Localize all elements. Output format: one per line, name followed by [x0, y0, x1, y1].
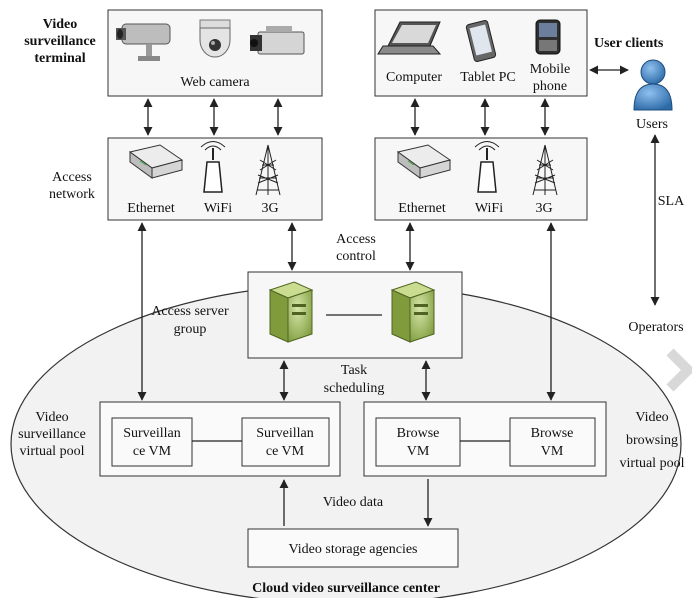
browsing-pool-label-3: virtual pool	[620, 456, 685, 471]
mobile-phone-label-2: phone	[533, 79, 567, 94]
computer-label: Computer	[386, 70, 442, 85]
labels: Video surveillance terminal Web camera U…	[18, 17, 685, 596]
browsing-pool-label-1: Video	[635, 410, 668, 425]
cloud-center-label: Cloud video surveillance center	[252, 581, 440, 596]
operators-label: Operators	[628, 320, 683, 335]
access-network-label-2: network	[49, 187, 95, 202]
3g-left-label: 3G	[261, 201, 278, 216]
box-camera-icon	[250, 26, 305, 55]
users-label: Users	[636, 117, 668, 132]
access-network-label-1: Access	[52, 170, 92, 185]
dome-camera-icon	[199, 19, 231, 58]
cell-tower-icon	[255, 144, 281, 196]
surveillance-vm-1-label-2: ce VM	[133, 444, 172, 459]
tablet-pc-label: Tablet PC	[460, 70, 515, 85]
3g-right-label: 3G	[535, 201, 552, 216]
surveillance-pool-label-1: Video	[35, 410, 68, 425]
watermark-arrow-icon	[666, 348, 692, 392]
access-server-group-label-2: group	[174, 322, 207, 337]
surveillance-vm-2-label-2: ce VM	[266, 444, 305, 459]
laptop-icon	[377, 21, 442, 55]
video-data-label: Video data	[323, 495, 384, 510]
surveillance-vm-box-2	[241, 417, 330, 467]
ethernet-left-label: Ethernet	[127, 201, 175, 216]
mobile-phone-label-1: Mobile	[530, 62, 570, 77]
user-clients-label: User clients	[594, 36, 664, 51]
terminal-label-3: terminal	[34, 51, 85, 66]
wifi-left-label: WiFi	[204, 201, 232, 216]
browse-vm-1-label-1: Browse	[397, 426, 440, 441]
terminal-label-1: Video	[43, 17, 77, 32]
task-scheduling-label-2: scheduling	[324, 381, 385, 396]
tablet-icon	[465, 20, 497, 62]
mobile-phone-icon	[535, 19, 561, 55]
browse-vm-box-2	[509, 417, 596, 467]
cell-tower-icon	[532, 144, 558, 196]
surveillance-vm-2-label-1: Surveillan	[256, 426, 314, 441]
terminal-label-2: surveillance	[24, 34, 96, 49]
access-server-group-label-1: Access server	[151, 304, 229, 319]
ethernet-right-label: Ethernet	[398, 201, 446, 216]
browse-vm-2-label-1: Browse	[531, 426, 574, 441]
video-storage-box	[247, 528, 459, 568]
surveillance-vm-box-1	[111, 417, 193, 467]
video-storage-label: Video storage agencies	[289, 542, 418, 557]
access-control-label-2: control	[336, 249, 376, 264]
surveillance-pool-label-2: surveillance	[18, 427, 86, 442]
task-scheduling-label-1: Task	[341, 363, 367, 378]
user-icon	[633, 59, 673, 111]
sla-label: SLA	[658, 194, 685, 209]
wifi-antenna-icon	[200, 141, 226, 193]
arrows	[137, 65, 660, 527]
browse-vm-2-label-2: VM	[541, 444, 564, 459]
router-icon	[396, 144, 452, 179]
server-icon	[390, 281, 436, 343]
wifi-right-label: WiFi	[475, 201, 503, 216]
surveillance-pool-label-3: virtual pool	[20, 444, 85, 459]
browse-vm-box-1	[375, 417, 461, 467]
server-icon	[268, 281, 314, 343]
browsing-pool-label-2: browsing	[626, 433, 678, 448]
access-control-label-1: Access	[336, 232, 376, 247]
wifi-antenna-icon	[474, 141, 500, 193]
browse-vm-1-label-2: VM	[407, 444, 430, 459]
surveillance-vm-1-label-1: Surveillan	[123, 426, 181, 441]
web-camera-label: Web camera	[180, 75, 250, 90]
bullet-camera-icon	[116, 23, 171, 61]
router-icon	[128, 144, 184, 179]
